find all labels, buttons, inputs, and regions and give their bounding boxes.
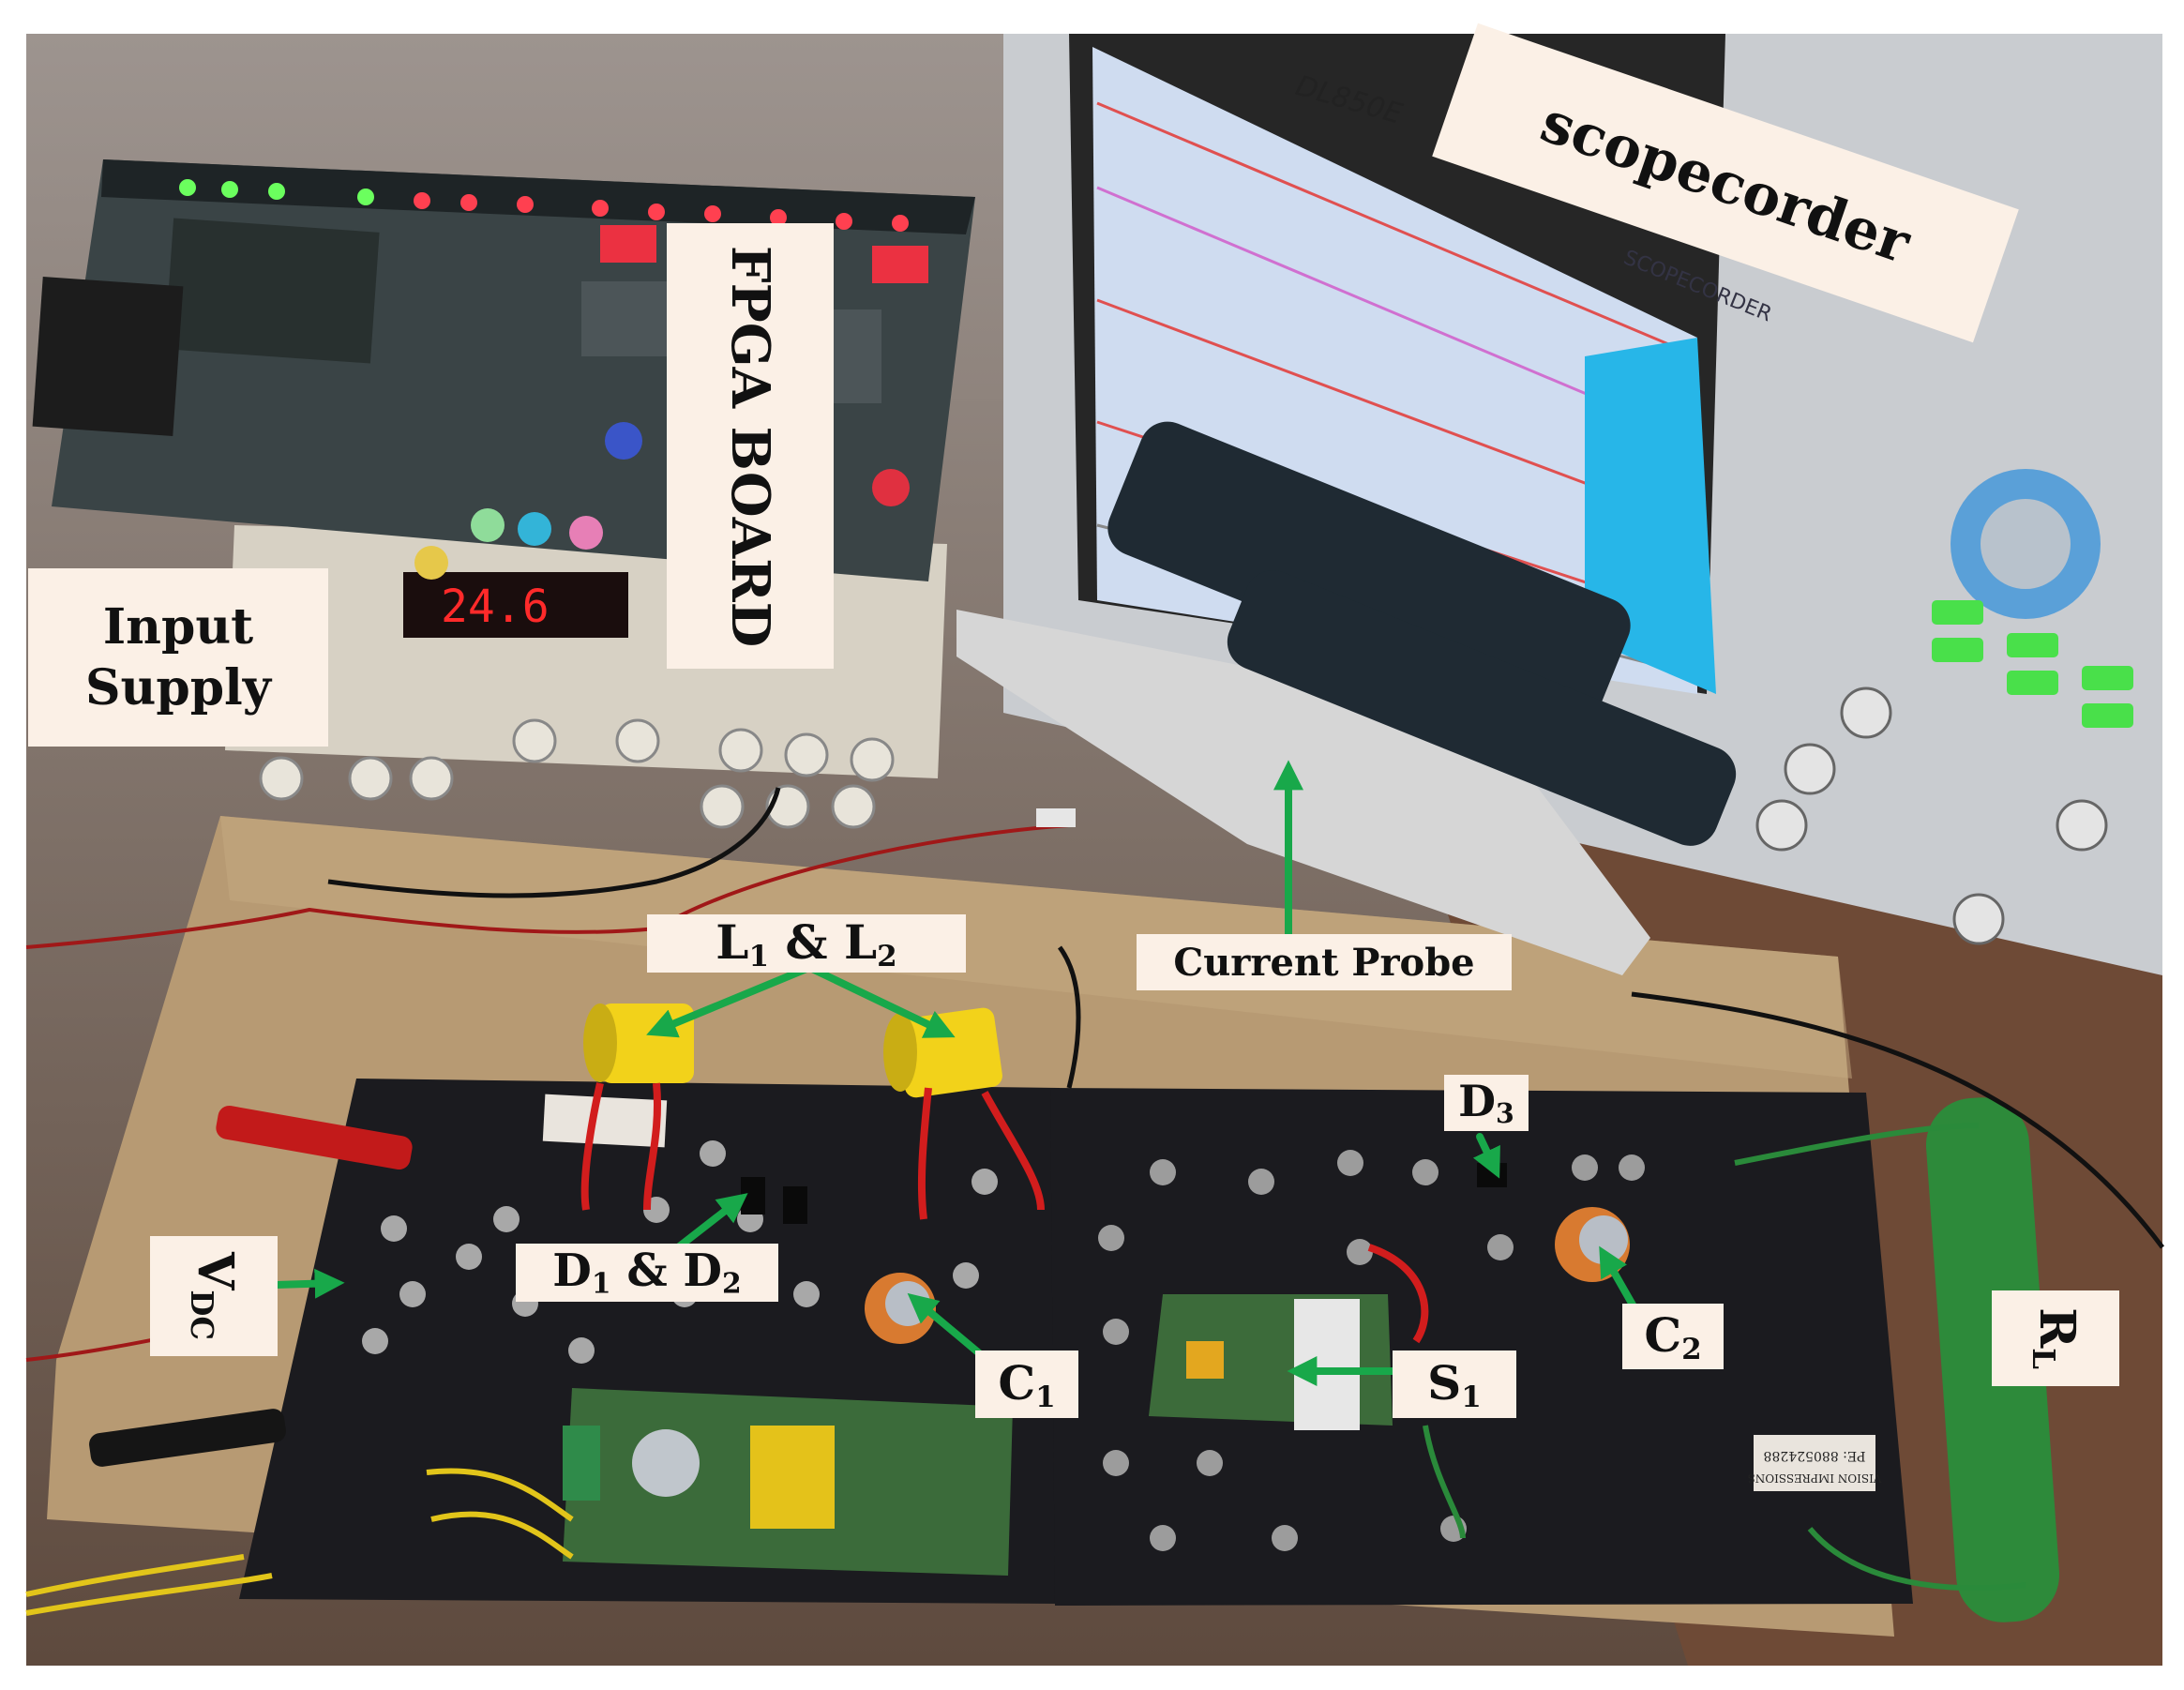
current-probe [956, 421, 1737, 975]
right-pcb: VISION IMPRESSIONS PE: 880524288 [1050, 1088, 1913, 1606]
arrow-to-l2 [808, 965, 956, 1038]
board-marking-text: VISION IMPRESSIONS [1748, 1471, 1883, 1485]
vdc-terminal-black [89, 1409, 286, 1467]
supply-display-readout: 24.6 [441, 581, 550, 633]
label-vdc: VDC [150, 1236, 278, 1356]
vdc-terminal-red [216, 1105, 413, 1170]
label-rl: RL [1992, 1290, 2119, 1386]
label-c1: C1 [975, 1350, 1078, 1418]
label-current-probe: Current Probe [1137, 934, 1512, 990]
label-d3: D3 [1444, 1075, 1529, 1131]
arrow-to-c2 [1599, 1245, 1637, 1310]
arrow-to-l1 [646, 965, 810, 1038]
board-marking-label-right [1754, 1435, 1875, 1491]
label-fpga-board: FPGA BOARD [667, 223, 834, 669]
probe-connector [1036, 808, 1076, 827]
diode-d2 [783, 1186, 807, 1224]
board-part-text: PE: 880524288 [1764, 1448, 1866, 1463]
arrow-to-vdc [272, 1268, 345, 1299]
label-c2: C2 [1622, 1304, 1724, 1369]
inductor-l2 [883, 1007, 1002, 1098]
arrow-to-d3 [1472, 1133, 1500, 1179]
label-d1-d2: D1 & D2 [516, 1244, 778, 1302]
diode-d1 [741, 1177, 765, 1215]
label-l1-l2: L1 & L2 [647, 914, 966, 973]
board-marking-label [542, 1094, 668, 1148]
label-input-supply: Input Supply [28, 568, 328, 747]
label-s1: S1 [1393, 1350, 1516, 1418]
inductor-l1 [583, 1003, 694, 1083]
